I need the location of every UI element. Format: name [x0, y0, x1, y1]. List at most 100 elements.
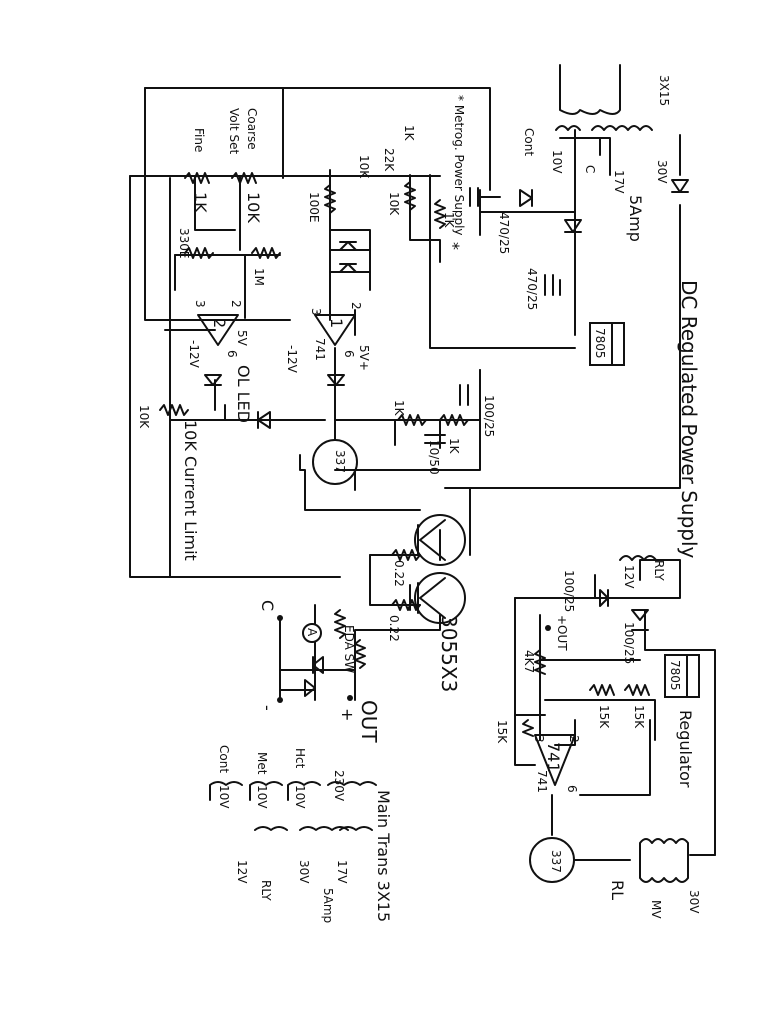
v10-3-label: 10V	[293, 785, 307, 809]
pin6-b: 6	[342, 350, 356, 358]
r022-b-label: 0.22	[387, 615, 401, 642]
fine-label: Fine	[192, 128, 206, 152]
trans-title-label: Main Trans 3X15	[374, 790, 393, 922]
hct-label: Hct	[293, 748, 307, 769]
reg-7805-a-label: 7805	[593, 328, 607, 359]
mini-1k-label: 1K	[402, 125, 416, 142]
r15k-b-label: 15K	[632, 705, 646, 729]
v12-c-label: 12V	[235, 860, 249, 884]
v12-a-label: -12V	[187, 340, 201, 369]
current-limit-label: 10K Current Limit	[181, 420, 200, 561]
v12-rly-label: 12V	[622, 565, 636, 589]
fine-pot-label: 1K	[191, 192, 210, 213]
r4k7-label: 4K7	[522, 650, 536, 673]
r10k-lim-label: 10K	[137, 405, 151, 429]
output-terminals[interactable]	[277, 615, 551, 703]
v5-a-label: 5V	[235, 330, 249, 347]
v10-1-label: 10V	[217, 785, 231, 809]
ic1-label: 1	[327, 318, 346, 328]
ol-led-label: OL LED	[234, 365, 253, 423]
pin6-c: 6	[565, 785, 579, 793]
v5-b-label: 5V+	[357, 345, 371, 371]
regulator-circuit-wires	[514, 555, 716, 883]
c-term-label: C	[258, 600, 277, 611]
coarse-pot-label: 10K	[244, 192, 263, 223]
samp-label: 5Amp	[626, 195, 645, 242]
r1k-star-label: 1K	[442, 212, 456, 229]
v10-label: 10V	[550, 150, 564, 174]
main-wires	[129, 87, 681, 701]
r1k-c-label: 1K	[447, 438, 461, 455]
pin3-a: 3	[193, 300, 207, 308]
pin6-a: 6	[225, 350, 239, 358]
samp-b-label: 5Amp	[321, 888, 335, 923]
out-label: OUT	[357, 700, 381, 743]
transformer-main-windings	[555, 64, 653, 131]
pin2-a: 2	[229, 300, 243, 308]
cont-label: Cont	[522, 128, 536, 156]
r1k-b-label: 1K	[392, 400, 406, 417]
plus-terminal[interactable]	[347, 695, 353, 701]
op741-b-label: 741	[535, 770, 549, 793]
diagram-title: DC Regulated Power Supply	[677, 280, 701, 559]
minus-terminal[interactable]	[277, 697, 283, 703]
label-layer: DC Regulated Power Supply * Metrog. Powe…	[137, 75, 701, 923]
c-tap-label: C	[583, 165, 597, 173]
meter-supply-note: * Metrog. Power Supply	[452, 95, 466, 236]
v30-rl-label: 30V	[687, 890, 701, 914]
v230-label: 230V	[332, 770, 346, 802]
r022-a-label: 0.22	[392, 560, 406, 587]
v30-label: 30V	[655, 160, 669, 184]
minus-label: -	[258, 705, 277, 711]
met-label: Met	[255, 752, 269, 775]
regulator-packages	[589, 322, 700, 698]
mini-10k-label: 10K	[357, 155, 371, 179]
trans-3x15-label: 3X15	[657, 75, 671, 106]
cap100-25c-label: 100/25	[622, 622, 636, 664]
r10k-a-label: 10K	[387, 192, 401, 216]
op-amps	[197, 314, 356, 346]
rly-label: RLY	[652, 560, 666, 581]
v12-b-label: -12V	[285, 345, 299, 374]
t337-b-label: 337	[549, 850, 563, 873]
v17-b-label: 17V	[335, 860, 349, 884]
ic741-label: 741	[544, 742, 563, 773]
v30-b-label: 30V	[297, 860, 311, 884]
rly-b-label: RLY	[259, 880, 273, 901]
star-label: *	[444, 242, 463, 250]
regulator-label: Regulator	[676, 710, 695, 788]
cap100-25b-label: 100/25	[562, 570, 576, 612]
ammeter	[302, 623, 322, 643]
rl-label: RL	[608, 880, 627, 900]
mini-22k-label: 22K	[382, 148, 396, 172]
pin2-b: 2	[349, 302, 363, 310]
rl-mv-label: MV	[649, 900, 663, 919]
volt-set-label: Volt Set	[227, 108, 241, 154]
r1m-label: 1M	[252, 268, 266, 286]
cap470-b-label: 470/25	[525, 268, 539, 310]
coarse-label: Coarse	[245, 108, 259, 150]
cont-b-label: Cont	[217, 745, 231, 773]
r100e-label: 100E	[307, 192, 321, 223]
pin3-c: 3	[532, 735, 546, 743]
cap100-25a-label: 100/25	[482, 395, 496, 437]
ic2-label: 2	[210, 318, 229, 328]
meter-label: A	[305, 628, 319, 637]
cap10-50-label: 10/50	[427, 440, 441, 475]
r15k-c-label: 15K	[495, 720, 509, 744]
plus-out-label: +OUT	[555, 615, 569, 651]
c-terminal[interactable]	[277, 615, 283, 621]
pin3-b: 3	[309, 308, 323, 316]
r15k-a-label: 15K	[597, 705, 611, 729]
legend-windings	[209, 781, 377, 831]
plus-label: +	[338, 708, 357, 721]
t3055-label: 3055X3	[437, 615, 461, 692]
op741-label: 741	[313, 338, 327, 361]
t337-a-label: 337	[333, 450, 347, 473]
diodes	[204, 179, 689, 697]
pin2-c: 2	[567, 735, 581, 743]
eda-sw-label: EDA SW	[342, 625, 356, 673]
plus-out-terminal[interactable]	[545, 625, 551, 631]
